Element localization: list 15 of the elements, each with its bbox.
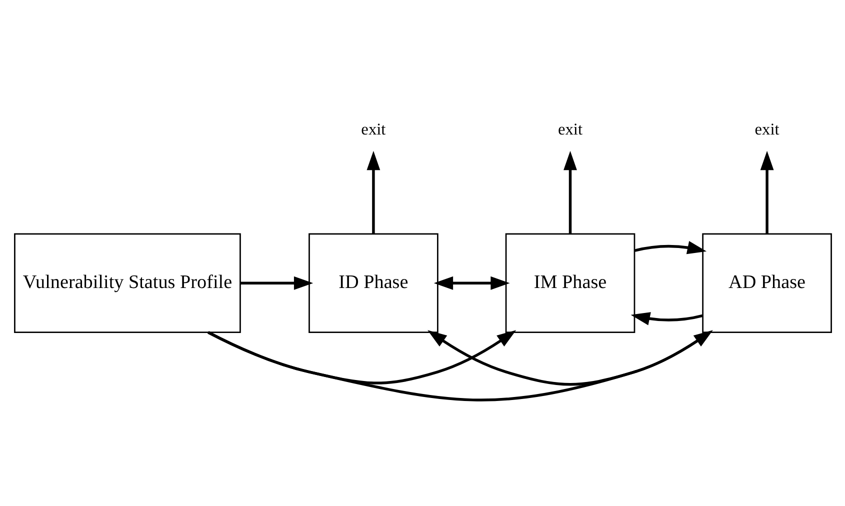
arrow <box>634 241 706 254</box>
arrow <box>427 330 710 386</box>
node-text: exit <box>360 119 386 138</box>
arrow <box>366 150 380 234</box>
node-box: AD Phase <box>702 233 832 333</box>
node-box: Vulnerability Status Profile <box>14 233 240 333</box>
arrow <box>760 150 774 234</box>
node-box: IM Phase <box>504 233 635 333</box>
arrow <box>563 150 576 234</box>
arrow <box>240 276 313 290</box>
node-text: exit <box>557 119 582 138</box>
arrow <box>433 276 510 290</box>
node-box: ID Phase <box>308 233 438 333</box>
node-text: exit <box>754 119 779 138</box>
arrow <box>630 312 702 326</box>
